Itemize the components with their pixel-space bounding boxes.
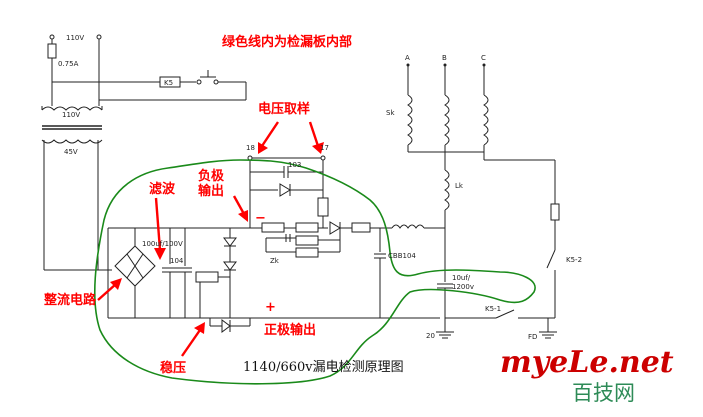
ground-20-label: 20	[426, 332, 435, 340]
switch-k5-2-label: K5-2	[566, 256, 582, 264]
terminal-18-label: 18	[246, 144, 255, 152]
diagram-title: 1140/660v漏电检测原理图	[243, 359, 404, 375]
label-filter: 滤波	[149, 181, 176, 197]
three-phase-section	[406, 63, 560, 339]
cap-10uf-label-line2: 1200v	[452, 283, 474, 291]
supply-voltage-label: 110V	[66, 34, 84, 42]
watermark-chinese: 百技网	[572, 381, 635, 405]
terminal-17-label: 17	[320, 144, 329, 152]
transformer-secondary-label: 45V	[64, 148, 78, 156]
relay-k5-label: K5	[164, 79, 173, 87]
ground-fd-label: FD	[528, 333, 537, 341]
phase-c-label: C	[481, 54, 486, 62]
label-rectifier: 整流电路	[43, 292, 97, 308]
label-negative-output-line1: 负极	[198, 168, 225, 184]
phase-a-label: A	[405, 54, 410, 62]
detection-network	[247, 155, 445, 319]
supply-section	[41, 34, 247, 271]
cap-103-label: 103	[288, 161, 301, 169]
plus-sign: +	[265, 300, 276, 315]
label-voltage-regulation: 稳压	[160, 360, 186, 376]
rectifier-bridge	[107, 227, 380, 333]
cap-104-label: 104	[170, 257, 184, 265]
leakage-board-boundary	[93, 159, 536, 385]
watermark-site: myeLe.net	[500, 345, 674, 380]
transformer-primary-label: 110V	[62, 111, 80, 119]
minus-sign: −	[255, 211, 266, 226]
filter-cap-label: 100uf/100V	[142, 240, 183, 248]
fuse-label: 0.75A	[58, 60, 79, 68]
phase-b-label: B	[442, 54, 447, 62]
inductor-sk-label: Sk	[386, 109, 395, 117]
label-negative-output-line2: 输出	[198, 183, 224, 199]
green-line-note: 绿色线内为检漏板内部	[222, 34, 352, 50]
label-voltage-sampling: 电压取样	[258, 101, 310, 117]
cap-10uf-label-line1: 10uf/	[452, 274, 471, 282]
label-positive-output: 正极输出	[264, 322, 316, 338]
cap-cbb104-label: CBB104	[388, 252, 416, 260]
zener-zk-label: Zk	[270, 257, 280, 265]
annotation-arrows	[97, 121, 324, 357]
switch-k5-1-label: K5-1	[485, 305, 501, 313]
inductor-lk-label: Lk	[455, 182, 464, 190]
